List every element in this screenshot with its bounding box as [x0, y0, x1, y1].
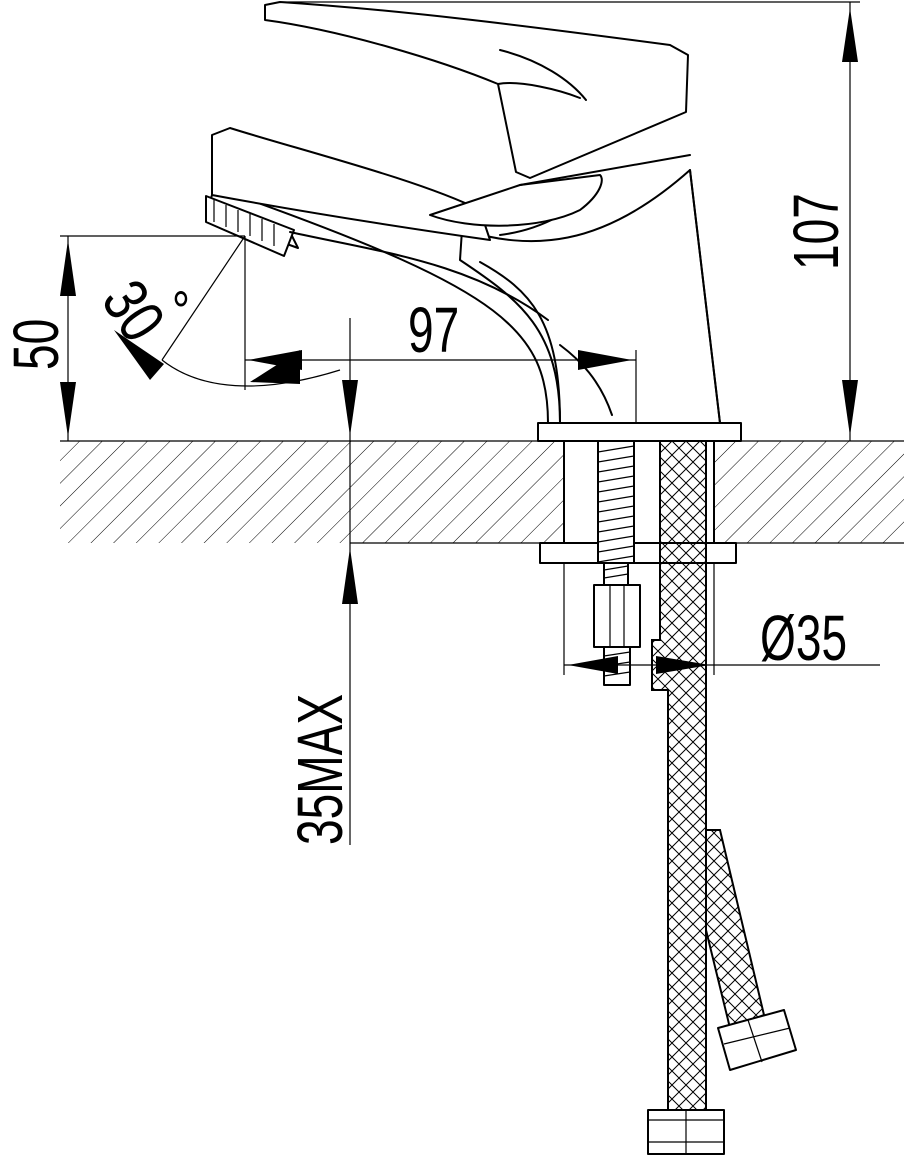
- dimension-label-diameter-35: Ø35: [760, 603, 847, 674]
- dimension-label-107: 107: [781, 193, 852, 270]
- mounting-nut: [593, 584, 641, 648]
- dimension-spout-height: 50: [1, 235, 245, 441]
- dimension-label-97: 97: [408, 295, 459, 366]
- faucet-spout: [205, 127, 549, 321]
- dimension-spout-reach: 97: [245, 295, 637, 423]
- lever-handle: [264, 1, 691, 227]
- degree-symbol: °: [172, 279, 190, 342]
- flexible-hose-main: [647, 440, 725, 1155]
- mounting-assembly: [537, 422, 742, 686]
- dimension-counter-thickness: 35MAX: [285, 318, 358, 845]
- dimension-label-35max: 35MAX: [285, 694, 356, 845]
- dimension-spout-angle: 30 °: [88, 235, 341, 390]
- dimension-height-total: 107: [280, 1, 860, 441]
- dimension-hole-diameter: Ø35: [564, 603, 880, 674]
- dimension-label-30: 30: [88, 268, 178, 354]
- dimension-label-50: 50: [1, 319, 72, 370]
- countertop: [60, 440, 904, 544]
- flexible-hose-secondary: [705, 829, 797, 1071]
